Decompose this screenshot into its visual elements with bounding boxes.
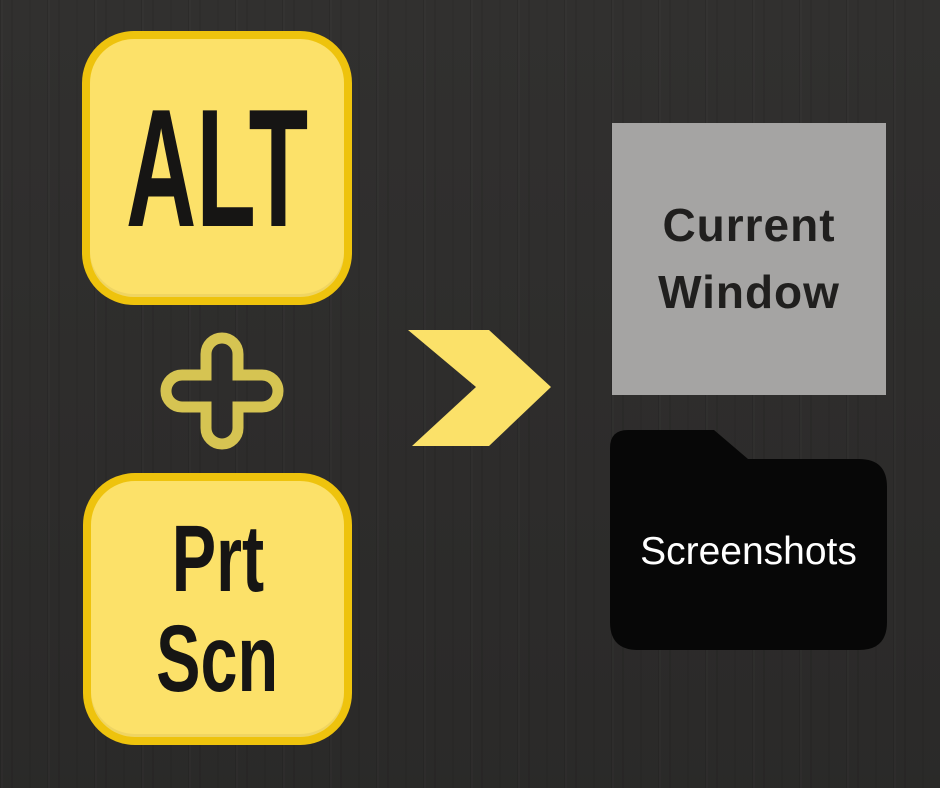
arrow-right-shape <box>408 330 551 446</box>
alt-key: ALT <box>82 31 352 305</box>
alt-key-label: ALT <box>125 74 309 262</box>
prtscn-key: Prt Scn <box>83 473 352 745</box>
current-window-box: Current Window <box>612 123 886 395</box>
screenshots-folder: Screenshots <box>610 430 887 650</box>
current-window-label-line2: Window <box>658 266 840 318</box>
prtscn-key-label-line2: Scn <box>156 606 279 712</box>
arrow-right-icon <box>408 330 551 446</box>
prtscn-key-label-line1: Prt <box>171 506 264 612</box>
folder-shape <box>610 430 887 650</box>
screenshots-folder-label: Screenshots <box>640 530 857 573</box>
current-window-label-line1: Current <box>662 199 836 251</box>
plus-icon-outline <box>160 332 284 450</box>
folder-icon <box>610 430 887 650</box>
plus-icon <box>160 332 284 450</box>
